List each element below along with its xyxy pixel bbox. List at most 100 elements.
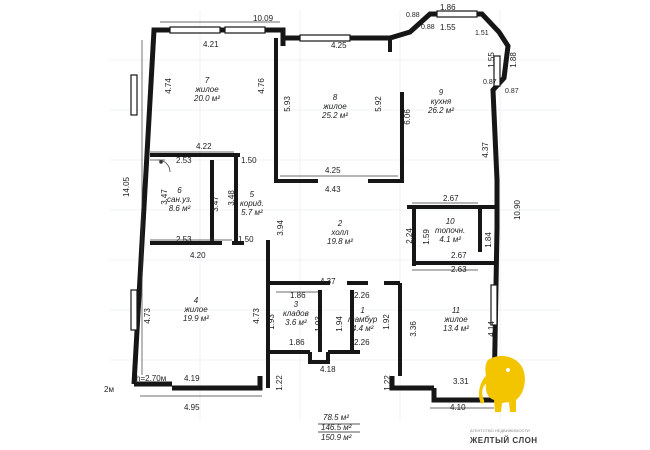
room-11-area: 13.4 м² [443,324,469,334]
room-6-number: 6 [177,186,182,195]
room-9-number: 9 [438,88,444,97]
room-8: 8 жилое 25.2 м² [322,93,348,121]
dim-kitchen-left: 6.06 [402,109,412,125]
dim-hall-left: 3.94 [275,220,285,236]
dim-boiler-right: 1.84 [483,232,493,248]
dim-vestibule-left: 1.94 [334,316,344,332]
dim-bottom-left-jog: 1.22 [274,375,284,391]
room-9-area: 26.2 м² [428,106,454,116]
dim-room7-right: 4.76 [256,78,266,94]
room-4-area: 19.9 м² [183,314,209,324]
dim-room4-left: 4.73 [142,308,152,324]
brand-name: ЖЕЛТЫЙ СЛОН [470,436,538,445]
dim-boiler-left: 1.59 [421,229,431,245]
dim-room6-top: 4.22 [196,142,212,151]
dim-room4-top-b: 1.50 [238,235,254,244]
dim-bay-outer: 1.88 [508,52,518,68]
dim-vestibule-bottom: 2.26 [354,338,370,347]
room-5-name: корид. [240,199,264,209]
dim-bay-d: 0.87 [483,79,497,86]
dim-left-overall: 14.05 [122,176,132,198]
room-8-name: жилое [323,102,347,112]
room-11: 11 жилое 13.4 м² [443,306,469,334]
dim-bay-right: 1.55 [486,52,496,68]
room-4-number: 4 [193,296,199,305]
dim-boiler-bottom: 2.67 [451,251,467,260]
dim-bottom-right-overall: 4.10 [450,403,466,412]
room-11-number: 11 [451,306,461,315]
dim-entrance: 4.18 [320,365,336,374]
dim-top-overall: 10.09 [253,14,274,23]
total-area: 146.5 м² [321,423,352,432]
room-3-number: 3 [293,300,299,309]
dim-room7-left: 4.74 [163,78,173,94]
ceiling-height: h=2.70м [136,374,167,383]
room-7-number: 7 [204,76,210,85]
totals-rules [318,423,360,433]
dim-room4-right: 4.73 [251,308,261,324]
room-9-name: кухня [430,97,452,107]
dim-vestibule-top: 2.26 [354,291,370,300]
room-1-number: 1 [360,306,365,315]
dim-bay-b: 0.88 [421,24,435,31]
dim-corridor-top: 1.50 [241,156,257,165]
room-9: 9 кухня 26.2 м² [428,88,454,116]
dim-room6-inner: 2.53 [176,156,192,165]
room-5: 5 корид. 5.7 м² [240,190,264,218]
room-10: 10 топочн. 4.1 м² [435,217,465,245]
dim-room8-top: 4.25 [331,41,347,50]
dim-room8-right: 5.92 [373,96,383,112]
dimension-lines [140,21,494,409]
dim-kitchen-right: 4.37 [480,142,490,158]
dim-storage-bottom: 1.86 [289,338,305,347]
room-6-name: сан.уз. [167,195,193,205]
dim-vestibule-right: 1.92 [381,314,391,330]
dim-bottom-left-overall: 4.95 [184,403,200,412]
dim-room11-left: 3.36 [408,321,418,337]
room-7-area: 20.0 м² [194,94,220,104]
room-10-area: 4.1 м² [439,235,461,245]
room-2: 2 холл 19.8 м² [327,219,353,247]
room-5-number: 5 [249,190,255,199]
total-living-area: 78.5 м² [323,413,349,422]
dim-room4-top-a: 2.53 [176,235,192,244]
room-7-name: жилое [195,85,219,95]
room-1-name: тамбур [348,315,378,325]
room-11-name: жилое [444,315,468,325]
room-6: 6 сан.уз. 8.6 м² [167,186,192,214]
room-8-number: 8 [332,93,338,102]
room-3-name: кладов [283,309,309,319]
dim-hall-right: 2.24 [404,228,414,244]
room-7: 7 жилое 20.0 м² [194,76,220,104]
room-5-area: 5.7 м² [241,208,263,218]
dim-room7-top: 4.21 [203,40,219,49]
room-4-name: жилое [184,305,208,315]
room-10-name: топочн. [435,226,466,236]
entrance-walls [308,352,330,364]
door-swing [157,159,171,173]
dim-bay-top: 1.86 [440,3,456,12]
dim-bottom-right-jog: 1.22 [382,375,392,391]
room-2-area: 19.8 м² [327,237,353,247]
room-6-area: 8.6 м² [168,204,191,214]
dim-storage-right: 1.93 [313,316,323,332]
dim-bay-c: 1.51 [475,30,489,37]
dim-room4-bottom: 4.19 [184,374,200,383]
dim-room11-top: 2.63 [451,265,467,274]
interior-walls [150,38,497,388]
dim-left-edge: 2м [104,385,114,394]
dim-room6-right: 3.47 [210,196,220,212]
room-3: 3 кладов 3.6 м² [283,300,309,328]
dim-storage-top: 1.86 [290,291,306,300]
dim-right-overall: 10.90 [513,199,523,221]
elephant-logo-icon [478,356,525,412]
brand-tagline: АГЕНТСТВО НЕДВИЖИМОСТИ [470,428,530,433]
dim-bay-a: 0.88 [406,12,420,19]
dim-bay-e: 0.87 [505,88,519,95]
dim-room8-bottom: 4.25 [325,166,341,175]
total-gross-area: 150.9 м² [321,433,352,442]
room-4: 4 жилое 19.9 м² [183,296,209,324]
dim-storage-top-outer: 4.37 [320,277,336,286]
